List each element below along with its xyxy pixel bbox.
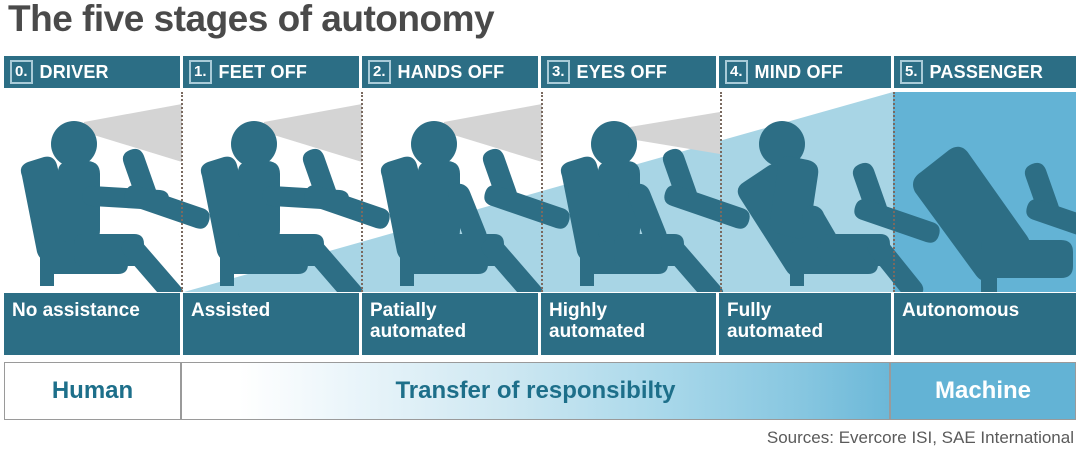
responsibility-human-label: Human: [51, 377, 134, 404]
stage-header-3[interactable]: 3. EYES OFF: [541, 56, 716, 88]
responsibility-human-cell: Human: [5, 363, 182, 419]
stage-header-2[interactable]: 2. HANDS OFF: [362, 56, 538, 88]
stage-description-2: Patially automated: [370, 300, 467, 342]
stage-number-badge-5: 5.: [900, 60, 923, 84]
stage-number-badge-3: 3.: [547, 60, 570, 84]
stage-illustrations-svg: [20, 92, 1076, 292]
vision-cone-1: [264, 104, 362, 162]
stage-header-label-2: HANDS OFF: [397, 61, 505, 82]
stage-header-label-0: DRIVER: [39, 61, 109, 82]
stage-number-badge-1: 1.: [189, 60, 212, 84]
stage-header-1[interactable]: 1. FEET OFF: [183, 56, 359, 88]
stage-header-4[interactable]: 4. MIND OFF: [719, 56, 892, 88]
responsibility-transfer-label: Transfer of responsibilty: [395, 377, 676, 404]
steering-wheel-0: [122, 148, 210, 229]
stage-description-4: Fully automated: [727, 300, 824, 342]
panel-divider-1: [181, 92, 183, 292]
page-title: The five stages of autonomy: [8, 0, 495, 39]
responsibility-machine-cell: Machine: [891, 363, 1075, 419]
stage-description-row: No assistance Assisted Patially automate…: [4, 293, 1076, 355]
stage-description-0: No assistance: [12, 300, 140, 321]
stage-header-row: 0. DRIVER 1. FEET OFF 2. HANDS OFF 3. EY…: [4, 56, 1076, 88]
illustration-band: [4, 92, 1076, 292]
stage-header-5[interactable]: 5. PASSENGER: [894, 56, 1076, 88]
stage-header-label-3: EYES OFF: [576, 61, 668, 82]
stage-header-0[interactable]: 0. DRIVER: [4, 56, 180, 88]
stage-description-cell-3: Highly automated: [541, 293, 716, 355]
responsibility-transfer-cell: Transfer of responsibilty: [182, 363, 891, 419]
responsibility-bar: Human Transfer of responsibilty Machine: [4, 362, 1076, 420]
panel-divider-5: [893, 92, 895, 292]
stage-description-cell-2: Patially automated: [362, 293, 538, 355]
stage-description-5: Autonomous: [902, 300, 1020, 321]
stage-header-label-5: PASSENGER: [929, 61, 1044, 82]
panel-divider-2: [361, 92, 363, 292]
stage-description-cell-5: Autonomous: [894, 293, 1076, 355]
source-attribution: Sources: Evercore ISI, SAE International: [766, 428, 1074, 447]
panel-divider-4: [720, 92, 722, 292]
stage-header-label-1: FEET OFF: [218, 61, 308, 82]
stage-description-1: Assisted: [191, 300, 271, 321]
steering-wheel-1: [302, 148, 390, 229]
stage-description-cell-4: Fully automated: [719, 293, 892, 355]
panel-divider-3: [541, 92, 543, 292]
stage-number-badge-0: 0.: [10, 60, 33, 84]
stage-number-badge-2: 2.: [368, 60, 391, 84]
vision-cone-2: [444, 104, 542, 162]
stage-description-3: Highly automated: [549, 300, 646, 342]
vision-cone-3: [624, 112, 720, 154]
stage-description-cell-1: Assisted: [183, 293, 359, 355]
stage-number-badge-4: 4.: [725, 60, 748, 84]
responsibility-machine-label: Machine: [934, 377, 1032, 404]
stage-header-label-4: MIND OFF: [754, 61, 844, 82]
stage-description-cell-0: No assistance: [4, 293, 180, 355]
vision-cone-0: [84, 104, 182, 162]
